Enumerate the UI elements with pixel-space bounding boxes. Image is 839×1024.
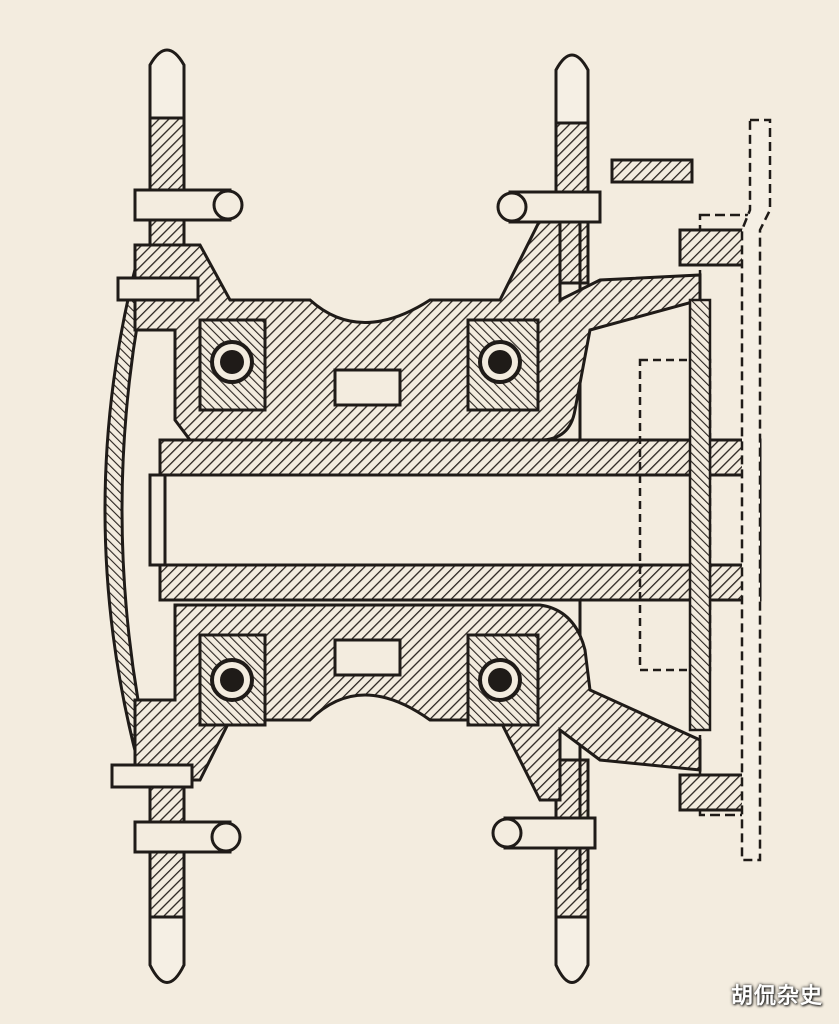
brake-flange <box>610 118 772 862</box>
left-rim-top <box>148 116 186 260</box>
bolt-lower-right <box>491 816 597 850</box>
bolt-upper-left <box>133 188 244 222</box>
right-tire-top <box>554 53 590 127</box>
left-tire-bottom <box>148 913 186 984</box>
watermark: 胡侃杂史 <box>730 984 823 1009</box>
lower-left-bearing <box>198 633 267 727</box>
bolt-lower-left <box>133 820 242 854</box>
cover-screw-lower <box>110 763 194 789</box>
left-tire-top <box>148 48 186 122</box>
lower-hub-body <box>133 603 702 802</box>
upper-spacer <box>333 368 402 407</box>
cover-screw-upper <box>116 276 200 302</box>
bolt-upper-right <box>496 190 602 224</box>
right-tire-bottom <box>554 913 590 984</box>
lower-right-bearing <box>466 633 540 727</box>
upper-right-bearing <box>466 318 540 412</box>
axle <box>148 438 762 602</box>
lower-spacer <box>333 638 402 677</box>
upper-left-bearing <box>198 318 267 412</box>
